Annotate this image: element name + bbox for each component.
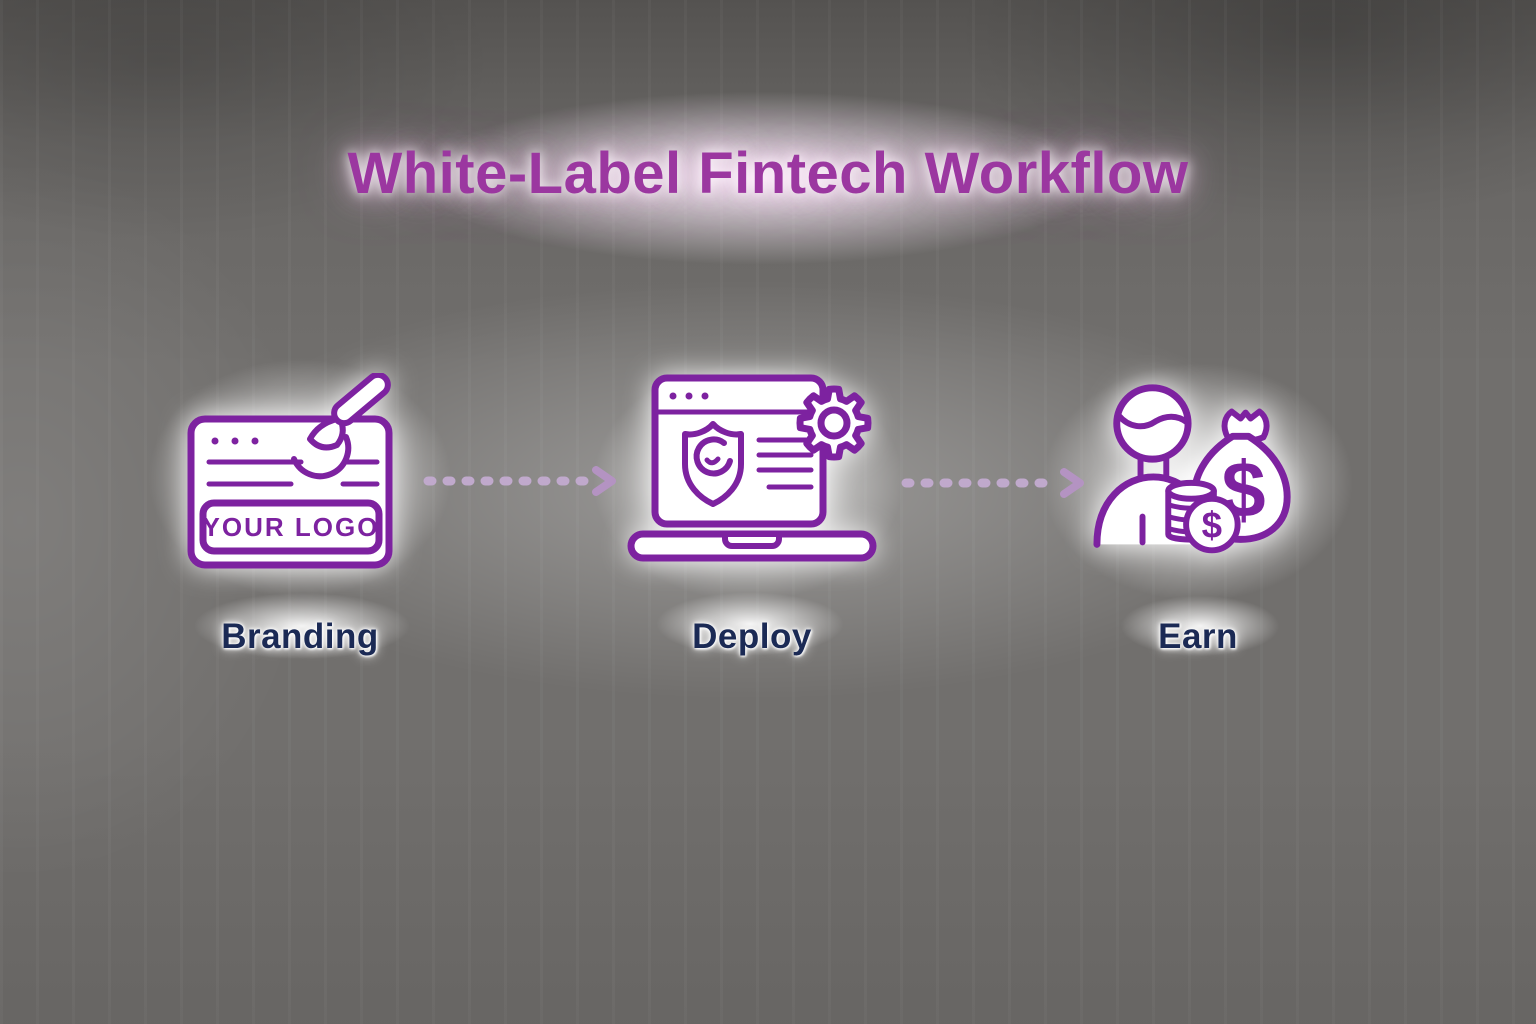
branding-icon-wrap: YOUR LOGO	[185, 368, 415, 573]
deploy-icon-wrap	[627, 368, 877, 573]
deploy-laptop-shield-gear-icon	[627, 374, 877, 562]
laptop-base	[627, 530, 877, 562]
connector-arrow-1	[423, 466, 616, 496]
paintbrush-icon	[291, 373, 391, 480]
step-deploy: Deploy	[622, 368, 882, 657]
connector-arrow-2	[901, 468, 1084, 498]
earn-icon-wrap: $ $	[1089, 368, 1307, 573]
your-logo-text: YOUR LOGO	[203, 512, 380, 542]
dollar-coin-icon: $	[1183, 495, 1241, 554]
step-earn: $ $ Earn	[1068, 368, 1328, 657]
shield-icon	[682, 421, 744, 507]
logo-box: YOUR LOGO	[199, 499, 383, 555]
coin-dollar-text: $	[1202, 504, 1222, 545]
arrow-head-icon	[1060, 468, 1084, 498]
step-branding: YOUR LOGO Branding	[170, 368, 430, 657]
step-label-deploy: Deploy	[692, 617, 812, 656]
branding-browser-paintbrush-icon: YOUR LOGO	[187, 373, 393, 569]
step-label-branding: Branding	[221, 617, 379, 656]
page-title: White-Label Fintech Workflow	[347, 141, 1189, 206]
screen-text-lines	[756, 437, 814, 490]
earn-person-money-icon: $ $	[1093, 384, 1291, 554]
step-label-earn: Earn	[1158, 617, 1238, 656]
gear-icon	[796, 385, 872, 461]
arrow-head-icon	[592, 466, 616, 496]
